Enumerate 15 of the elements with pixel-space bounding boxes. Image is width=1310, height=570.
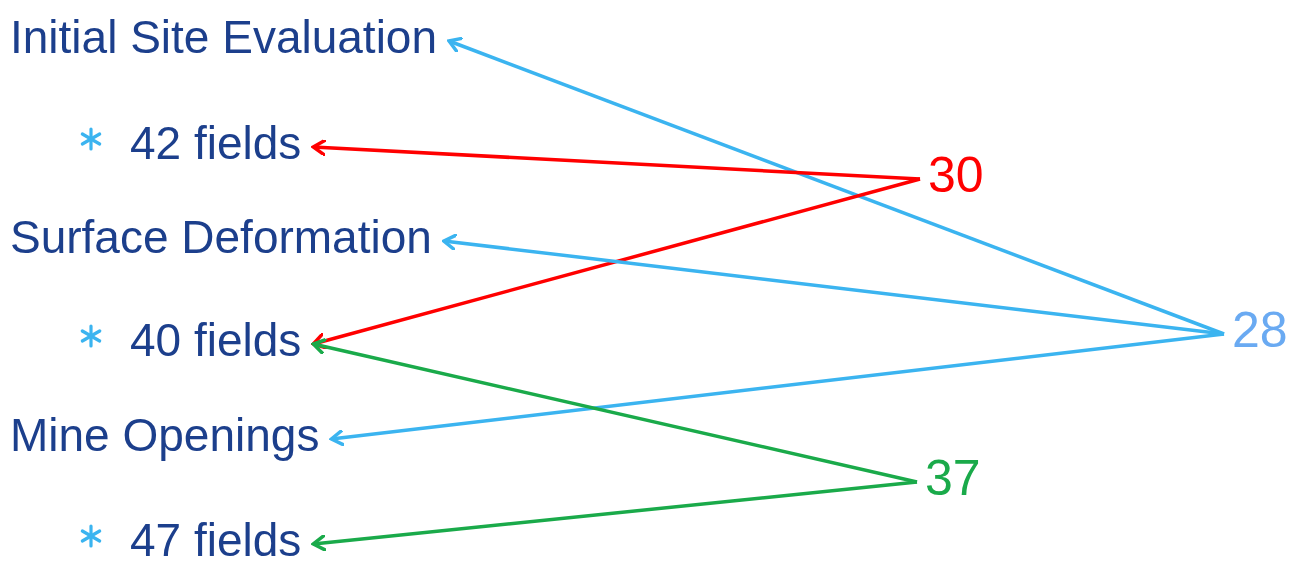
- field-count-text: 40 fields: [130, 314, 302, 366]
- arrow: [329, 332, 1225, 447]
- count-label: 37: [925, 450, 981, 506]
- category-heading: Surface Deformation: [10, 211, 432, 263]
- field-count-text: 47 fields: [130, 514, 302, 566]
- field-count-text: 42 fields: [130, 117, 302, 169]
- arrow: [311, 480, 918, 552]
- count-label: 28: [1232, 302, 1288, 358]
- arrow: [311, 138, 921, 181]
- arrow: [447, 36, 1225, 336]
- count-label: 30: [928, 147, 984, 203]
- arrow: [311, 177, 921, 350]
- category-heading: Initial Site Evaluation: [10, 11, 438, 63]
- arrow: [442, 233, 1225, 336]
- category-heading: Mine Openings: [10, 409, 320, 461]
